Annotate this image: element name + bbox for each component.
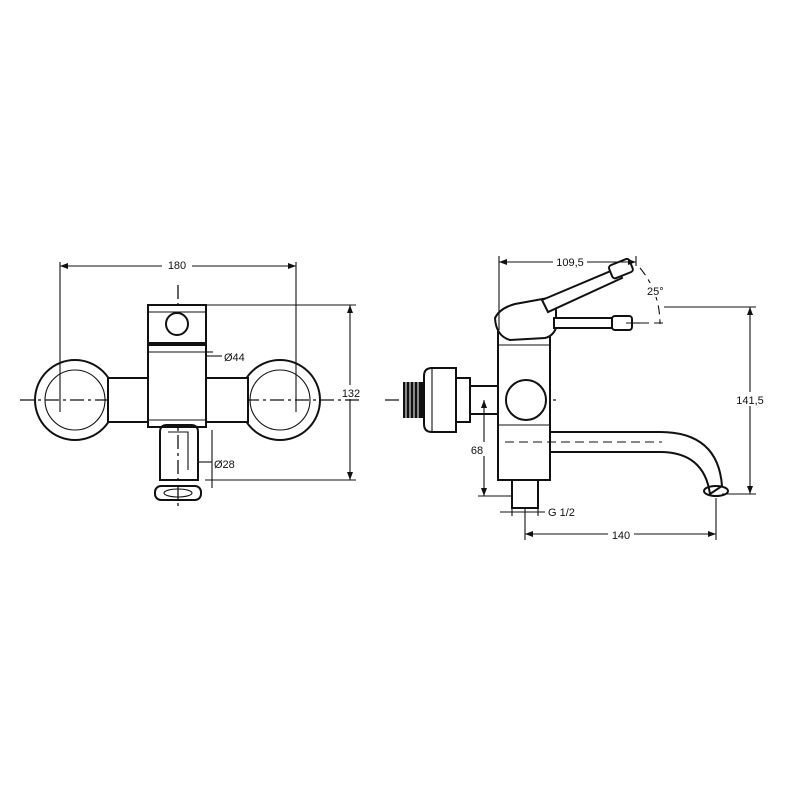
side-pivot-circle <box>505 379 547 421</box>
rosette-collar <box>455 377 471 423</box>
dim-109-5-label: 109,5 <box>556 257 584 269</box>
dim-68: 68 <box>468 400 512 497</box>
thread-callout: G 1/2 <box>500 507 575 519</box>
angle-indicator: 25° <box>626 267 673 325</box>
dim-outlet-diameter: Ø28 <box>198 430 235 488</box>
cartridge-housing <box>147 304 207 344</box>
lever-pivot <box>165 312 189 336</box>
aerator-nut <box>154 485 202 501</box>
lever-handle <box>540 257 634 314</box>
wall-thread <box>403 382 423 418</box>
dim-68-label: 68 <box>471 445 483 457</box>
dim-body-diameter: Ø44 <box>206 352 245 364</box>
right-arm <box>202 377 249 423</box>
thread-size-label: G 1/2 <box>548 507 575 519</box>
dim-132: 132 <box>205 304 364 481</box>
dim-180: 180 <box>59 257 297 412</box>
mixer-body <box>147 344 207 428</box>
diameter-28-label: Ø28 <box>214 459 235 471</box>
left-arm <box>107 377 154 423</box>
dim-180-label: 180 <box>168 260 186 272</box>
dim-140-label: 140 <box>612 530 630 542</box>
angle-label: 25° <box>647 286 664 298</box>
front-view: 180 132 Ø44 Ø28 <box>20 257 364 510</box>
dim-140: 140 <box>524 498 717 542</box>
dim-141-5: 141,5 <box>664 306 767 495</box>
spout-aerator <box>703 485 729 497</box>
diameter-44-label: Ø44 <box>224 352 245 364</box>
bottom-connection <box>511 479 539 509</box>
spout <box>505 431 729 497</box>
bottom-outlet <box>159 424 199 481</box>
dim-132-label: 132 <box>342 388 360 400</box>
dim-141-5-label: 141,5 <box>736 395 764 407</box>
rosette-nut <box>423 367 457 433</box>
dim-109-5: 109,5 <box>498 254 637 330</box>
side-view: 25° 109,5 141,5 <box>385 254 767 542</box>
